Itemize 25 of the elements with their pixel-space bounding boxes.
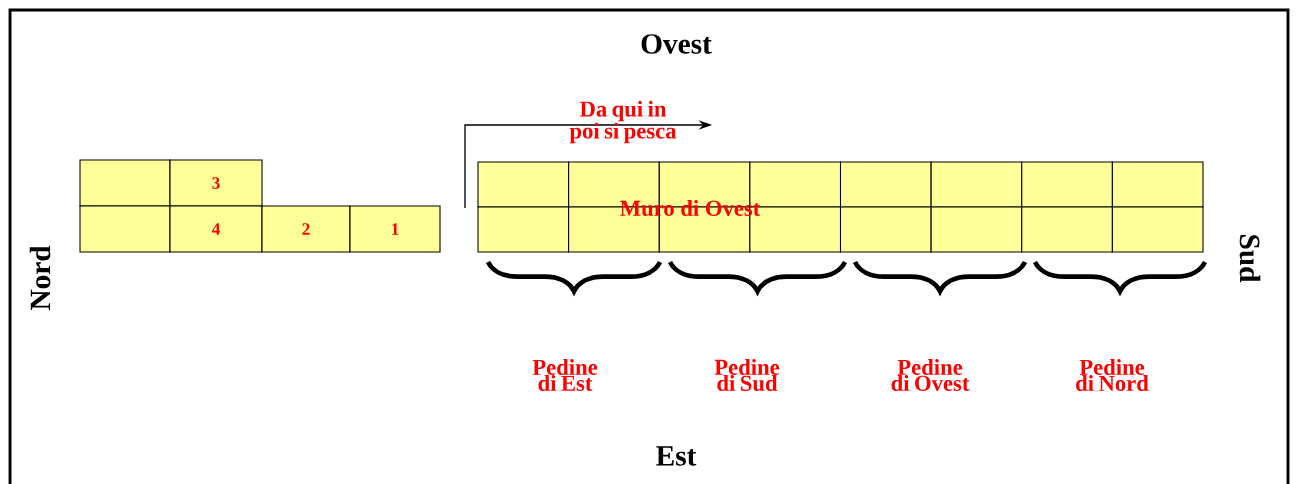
group-label: Pedine di Ovest (891, 359, 970, 391)
compass-label: Sud (1239, 235, 1261, 283)
compass-label: Nord (29, 245, 51, 310)
annotation: Da qui in poi si pesca (569, 100, 677, 144)
tile (839, 161, 932, 208)
tile (930, 206, 1023, 253)
tile (1111, 206, 1204, 253)
tile: 1 (349, 205, 441, 253)
tile (1111, 161, 1204, 208)
tile (477, 206, 570, 253)
tile (1021, 161, 1113, 208)
group-label: Pedine di Nord (1076, 359, 1149, 391)
tile (79, 159, 171, 207)
tile: 2 (261, 205, 351, 253)
group-label: Pedine di Est (532, 359, 598, 391)
group-label: Pedine di Sud (714, 359, 780, 391)
tile (839, 206, 932, 253)
compass-label: Est (656, 446, 697, 466)
tile (477, 161, 570, 208)
tile (1021, 206, 1113, 253)
compass-label: Ovest (641, 34, 712, 54)
tile (79, 205, 171, 253)
tile (930, 161, 1023, 208)
tile: 3 (169, 159, 263, 207)
tile: 4 (169, 205, 263, 253)
